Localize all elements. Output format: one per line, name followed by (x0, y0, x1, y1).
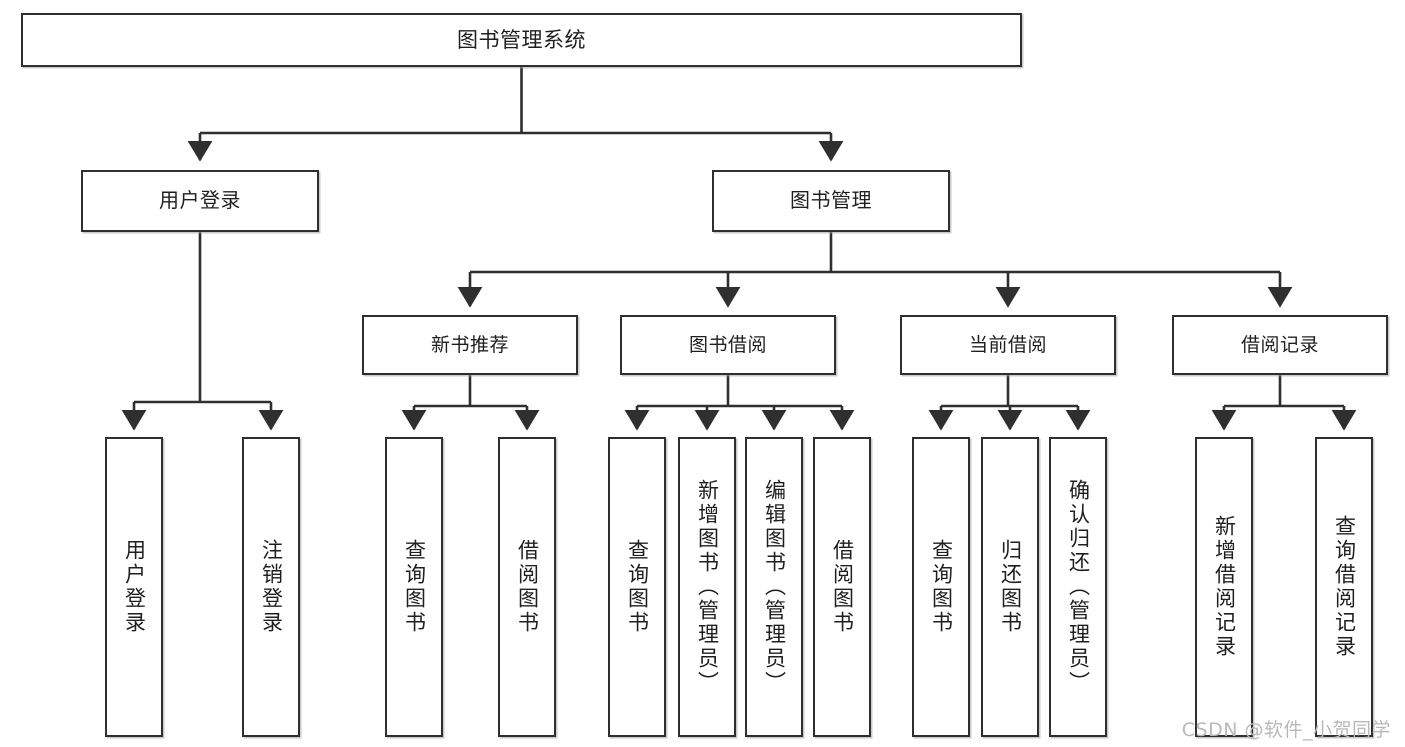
leaf-confirm-return-label: 确认归还（管理员） (1066, 479, 1091, 695)
leaf-query-book-1-label: 查询图书 (402, 539, 427, 635)
leaf-query-record[interactable]: 查询借阅记录 (1315, 437, 1373, 737)
node-borrow-record[interactable]: 借阅记录 (1172, 315, 1388, 375)
leaf-edit-book-label: 编辑图书（管理员） (762, 479, 787, 695)
leaf-return-book-label: 归还图书 (998, 539, 1023, 635)
leaf-user-login[interactable]: 用户登录 (105, 437, 163, 737)
node-root[interactable]: 图书管理系统 (21, 13, 1022, 67)
leaf-add-book[interactable]: 新增图书（管理员） (678, 437, 736, 737)
leaf-confirm-return[interactable]: 确认归还（管理员） (1049, 437, 1107, 737)
leaf-add-record-label: 新增借阅记录 (1212, 515, 1237, 659)
node-current-borrow[interactable]: 当前借阅 (900, 315, 1116, 375)
node-new-book-recommend[interactable]: 新书推荐 (362, 315, 578, 375)
node-book-manage-label: 图书管理 (790, 188, 872, 213)
leaf-query-record-label: 查询借阅记录 (1332, 515, 1357, 659)
leaf-user-login-label: 用户登录 (122, 539, 147, 635)
watermark: CSDN @软件_小贺同学 (1181, 719, 1391, 741)
node-book-manage[interactable]: 图书管理 (712, 170, 950, 232)
node-borrow-record-label: 借阅记录 (1240, 333, 1319, 356)
node-root-label: 图书管理系统 (457, 27, 586, 52)
leaf-logout-login[interactable]: 注销登录 (242, 437, 300, 737)
node-user-login[interactable]: 用户登录 (81, 170, 319, 232)
leaf-borrow-book-1[interactable]: 借阅图书 (498, 437, 556, 737)
leaf-query-book-2-label: 查询图书 (625, 539, 650, 635)
leaf-logout-login-label: 注销登录 (259, 539, 284, 635)
leaf-query-book-3[interactable]: 查询图书 (912, 437, 970, 737)
leaf-query-book-2[interactable]: 查询图书 (608, 437, 666, 737)
leaf-query-book-1[interactable]: 查询图书 (385, 437, 443, 737)
leaf-add-book-label: 新增图书（管理员） (695, 479, 720, 695)
node-user-login-label: 用户登录 (159, 188, 241, 213)
leaf-borrow-book-2-label: 借阅图书 (830, 539, 855, 635)
leaf-add-record[interactable]: 新增借阅记录 (1195, 437, 1253, 737)
node-book-borrow-label: 图书借阅 (688, 333, 767, 356)
leaf-borrow-book-1-label: 借阅图书 (515, 539, 540, 635)
node-current-borrow-label: 当前借阅 (968, 333, 1047, 356)
leaf-return-book[interactable]: 归还图书 (981, 437, 1039, 737)
node-book-borrow[interactable]: 图书借阅 (620, 315, 836, 375)
node-new-book-recommend-label: 新书推荐 (430, 333, 509, 356)
leaf-edit-book[interactable]: 编辑图书（管理员） (745, 437, 803, 737)
leaf-query-book-3-label: 查询图书 (929, 539, 954, 635)
leaf-borrow-book-2[interactable]: 借阅图书 (813, 437, 871, 737)
